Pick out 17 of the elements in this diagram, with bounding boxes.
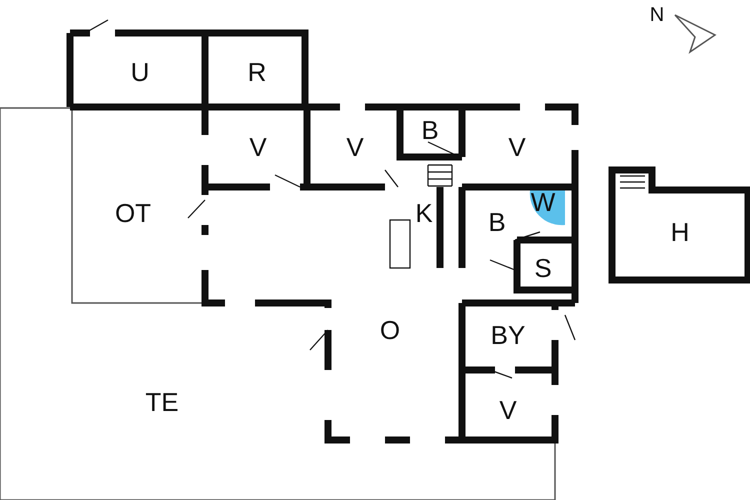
- room-label: B: [421, 117, 439, 143]
- room-label: V: [508, 134, 526, 160]
- room-label: K: [415, 200, 433, 226]
- room-label: R: [248, 59, 266, 85]
- room-label: V: [346, 134, 364, 160]
- room-label: OT: [114, 200, 152, 226]
- room-label: U: [130, 59, 150, 85]
- room-label: TE: [145, 389, 179, 415]
- room-label: W: [530, 189, 556, 215]
- compass-label: N: [650, 5, 664, 25]
- room-label: V: [249, 134, 267, 160]
- room-label: B: [488, 209, 506, 235]
- room-label: O: [380, 317, 400, 343]
- room-label: V: [499, 397, 517, 423]
- room-label: S: [534, 255, 552, 281]
- room-label: H: [670, 219, 690, 245]
- room-label: BY: [490, 322, 526, 348]
